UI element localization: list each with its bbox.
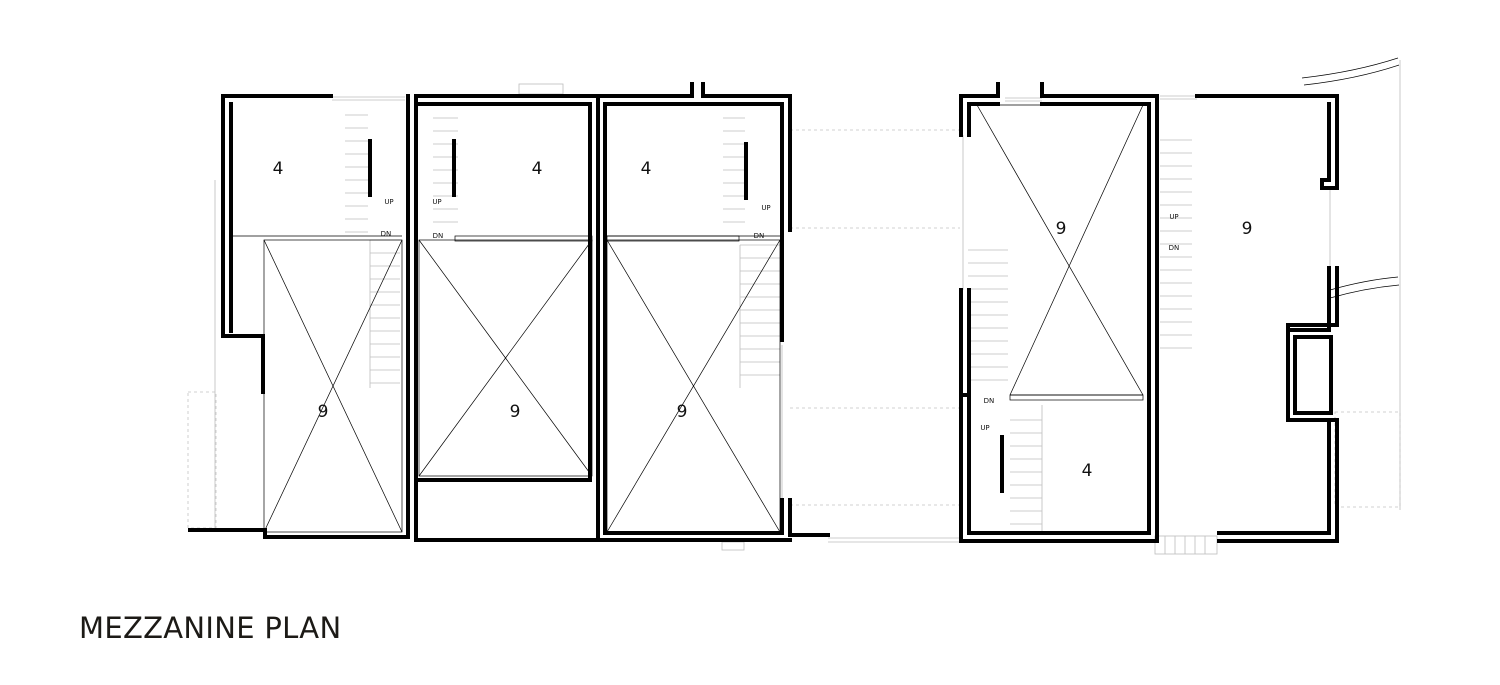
room-number: 9 [677, 402, 688, 422]
walls [188, 57, 1400, 543]
room-number: 4 [1082, 461, 1093, 481]
stair-label: UP [761, 204, 770, 212]
stair-label: UP [980, 424, 989, 432]
stair-label: DN [433, 232, 444, 240]
room-number: 4 [532, 159, 543, 179]
room-labels: 4 9 4 9 4 9 9 4 9 [273, 159, 1253, 481]
room-number: 9 [1242, 219, 1253, 239]
stair-label: DN [984, 397, 995, 405]
stair-label: DN [1169, 244, 1180, 252]
slab-edges [454, 235, 1144, 401]
room-number: 9 [1056, 219, 1067, 239]
stair-label: UP [432, 198, 441, 206]
stair-label: UP [384, 198, 393, 206]
void-markers [231, 104, 1144, 533]
stair-label: DN [754, 232, 765, 240]
room-number: 9 [318, 402, 329, 422]
stair-direction-labels: UP DN UP DN UP DN DN UP UP DN [381, 198, 1180, 432]
room-number: 4 [273, 159, 284, 179]
plan-title: MEZZANINE PLAN [79, 611, 342, 645]
room-number: 4 [641, 159, 652, 179]
stair-label: UP [1169, 213, 1178, 221]
stair-rails [368, 139, 1004, 493]
stairs [345, 114, 1192, 535]
room-number: 9 [510, 402, 521, 422]
stair-label: DN [381, 230, 392, 238]
